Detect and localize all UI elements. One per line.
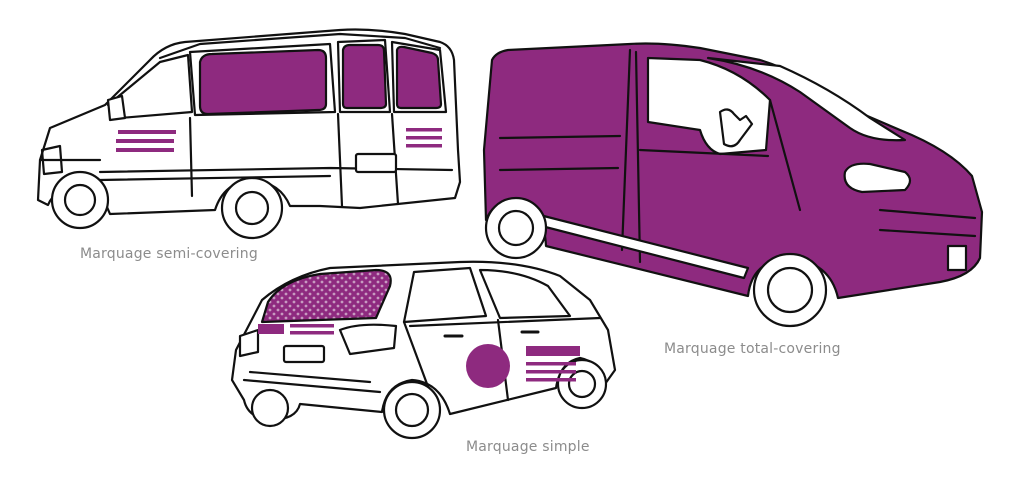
car-door-text-stripes [526, 346, 580, 382]
caption-total-covering: Marquage total-covering [664, 341, 841, 357]
semi-van-side-window-wrap [198, 48, 328, 116]
caption-simple-marking: Marquage simple [466, 439, 590, 455]
total-van-headlight [843, 162, 912, 194]
car-rear-window-perforated-wrap [260, 268, 392, 324]
caption-semi-covering: Marquage semi-covering [80, 246, 258, 262]
total-van-windscreen [706, 56, 907, 142]
semi-van-door-text-stripes [116, 130, 176, 152]
semi-van-rear-window-right-wrap [395, 45, 443, 110]
total-covering-van [482, 42, 984, 328]
car-door-logo-circle [466, 344, 510, 388]
semi-covering-van [36, 28, 462, 240]
semi-van-rear-text-stripes [406, 128, 442, 148]
semi-van-rear-window-left-wrap [341, 43, 388, 110]
car-rear-text-stripes [258, 324, 334, 335]
simple-marking-car [230, 260, 617, 440]
